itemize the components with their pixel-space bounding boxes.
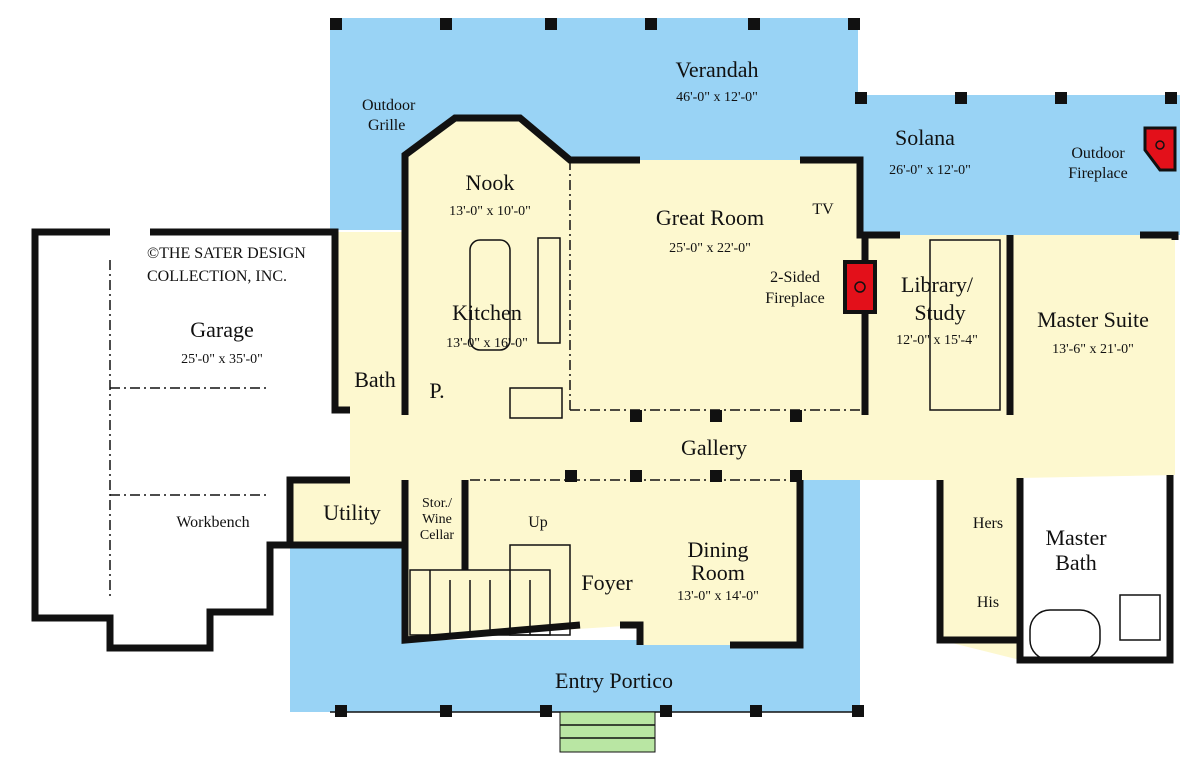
bath-label: Bath xyxy=(354,367,396,392)
solana-size: 26'-0" x 12'-0" xyxy=(889,163,971,178)
dining-room-label: Dining xyxy=(687,537,748,562)
svg-text:©THE SATER DESIGN: ©THE SATER DESIGN xyxy=(147,245,306,262)
gallery-label: Gallery xyxy=(681,435,747,460)
nook-size: 13'-0" x 10'-0" xyxy=(449,204,531,219)
workbench-label: Workbench xyxy=(176,514,249,531)
master-suite-size: 13'-6" x 21'-0" xyxy=(1052,342,1134,357)
kitchen-label: Kitchen xyxy=(452,300,522,325)
svg-text:Study: Study xyxy=(914,300,965,325)
outdoor-grille-label: Outdoor xyxy=(362,97,416,114)
svg-text:Fireplace: Fireplace xyxy=(765,290,825,307)
garage-label: Garage xyxy=(190,317,254,342)
dining-room-size: 13'-0" x 14'-0" xyxy=(677,589,759,604)
kitchen-size: 13'-0" x 16'-0" xyxy=(446,336,528,351)
library-size: 12'-0" x 15'-4" xyxy=(896,333,978,348)
copyright-notice: ©THE SATER DESIGN COLLECTION, INC. xyxy=(147,245,306,285)
verandah-size: 46'-0" x 12'-0" xyxy=(676,90,758,105)
tv-label: TV xyxy=(812,201,834,218)
porch-posts xyxy=(330,18,1177,717)
interior-area xyxy=(290,118,1175,660)
solana-label: Solana xyxy=(895,125,955,150)
svg-text:COLLECTION, INC.: COLLECTION, INC. xyxy=(147,268,287,285)
his-closet-label: His xyxy=(977,594,999,611)
svg-text:Wine: Wine xyxy=(422,512,452,527)
master-bath-label: Master xyxy=(1045,525,1107,550)
svg-text:Fireplace: Fireplace xyxy=(1068,165,1128,182)
verandah-label: Verandah xyxy=(675,57,758,82)
garage-side-porch xyxy=(290,545,335,712)
two-sided-fireplace-label: 2-Sided xyxy=(770,269,820,286)
great-room-size: 25'-0" x 22'-0" xyxy=(669,241,751,256)
stairs-up-label: Up xyxy=(528,514,548,531)
foyer-label: Foyer xyxy=(581,570,633,595)
entry-portico-area xyxy=(335,480,860,712)
interior-lines xyxy=(109,160,1161,713)
nook-label: Nook xyxy=(466,170,515,195)
hers-closet-label: Hers xyxy=(973,515,1003,532)
wine-cellar-label: Stor./ xyxy=(422,496,452,511)
verandah-area xyxy=(330,18,1180,235)
entry-steps xyxy=(559,711,656,753)
garage-size: 25'-0" x 35'-0" xyxy=(181,352,263,367)
walls xyxy=(31,114,1179,664)
entry-portico-label: Entry Portico xyxy=(555,668,673,693)
svg-text:Grille: Grille xyxy=(368,117,405,134)
utility-label: Utility xyxy=(323,500,380,525)
svg-text:Cellar: Cellar xyxy=(420,528,455,543)
library-label: Library/ xyxy=(901,272,974,297)
svg-text:Room: Room xyxy=(691,560,745,585)
great-room-label: Great Room xyxy=(656,205,764,230)
pantry-label: P. xyxy=(429,378,444,403)
two-sided-fireplace-icon xyxy=(843,260,877,314)
master-suite-label: Master Suite xyxy=(1037,307,1149,332)
svg-text:Bath: Bath xyxy=(1055,550,1097,575)
outdoor-fireplace-label: Outdoor xyxy=(1071,145,1125,162)
porch-areas xyxy=(290,18,1180,712)
